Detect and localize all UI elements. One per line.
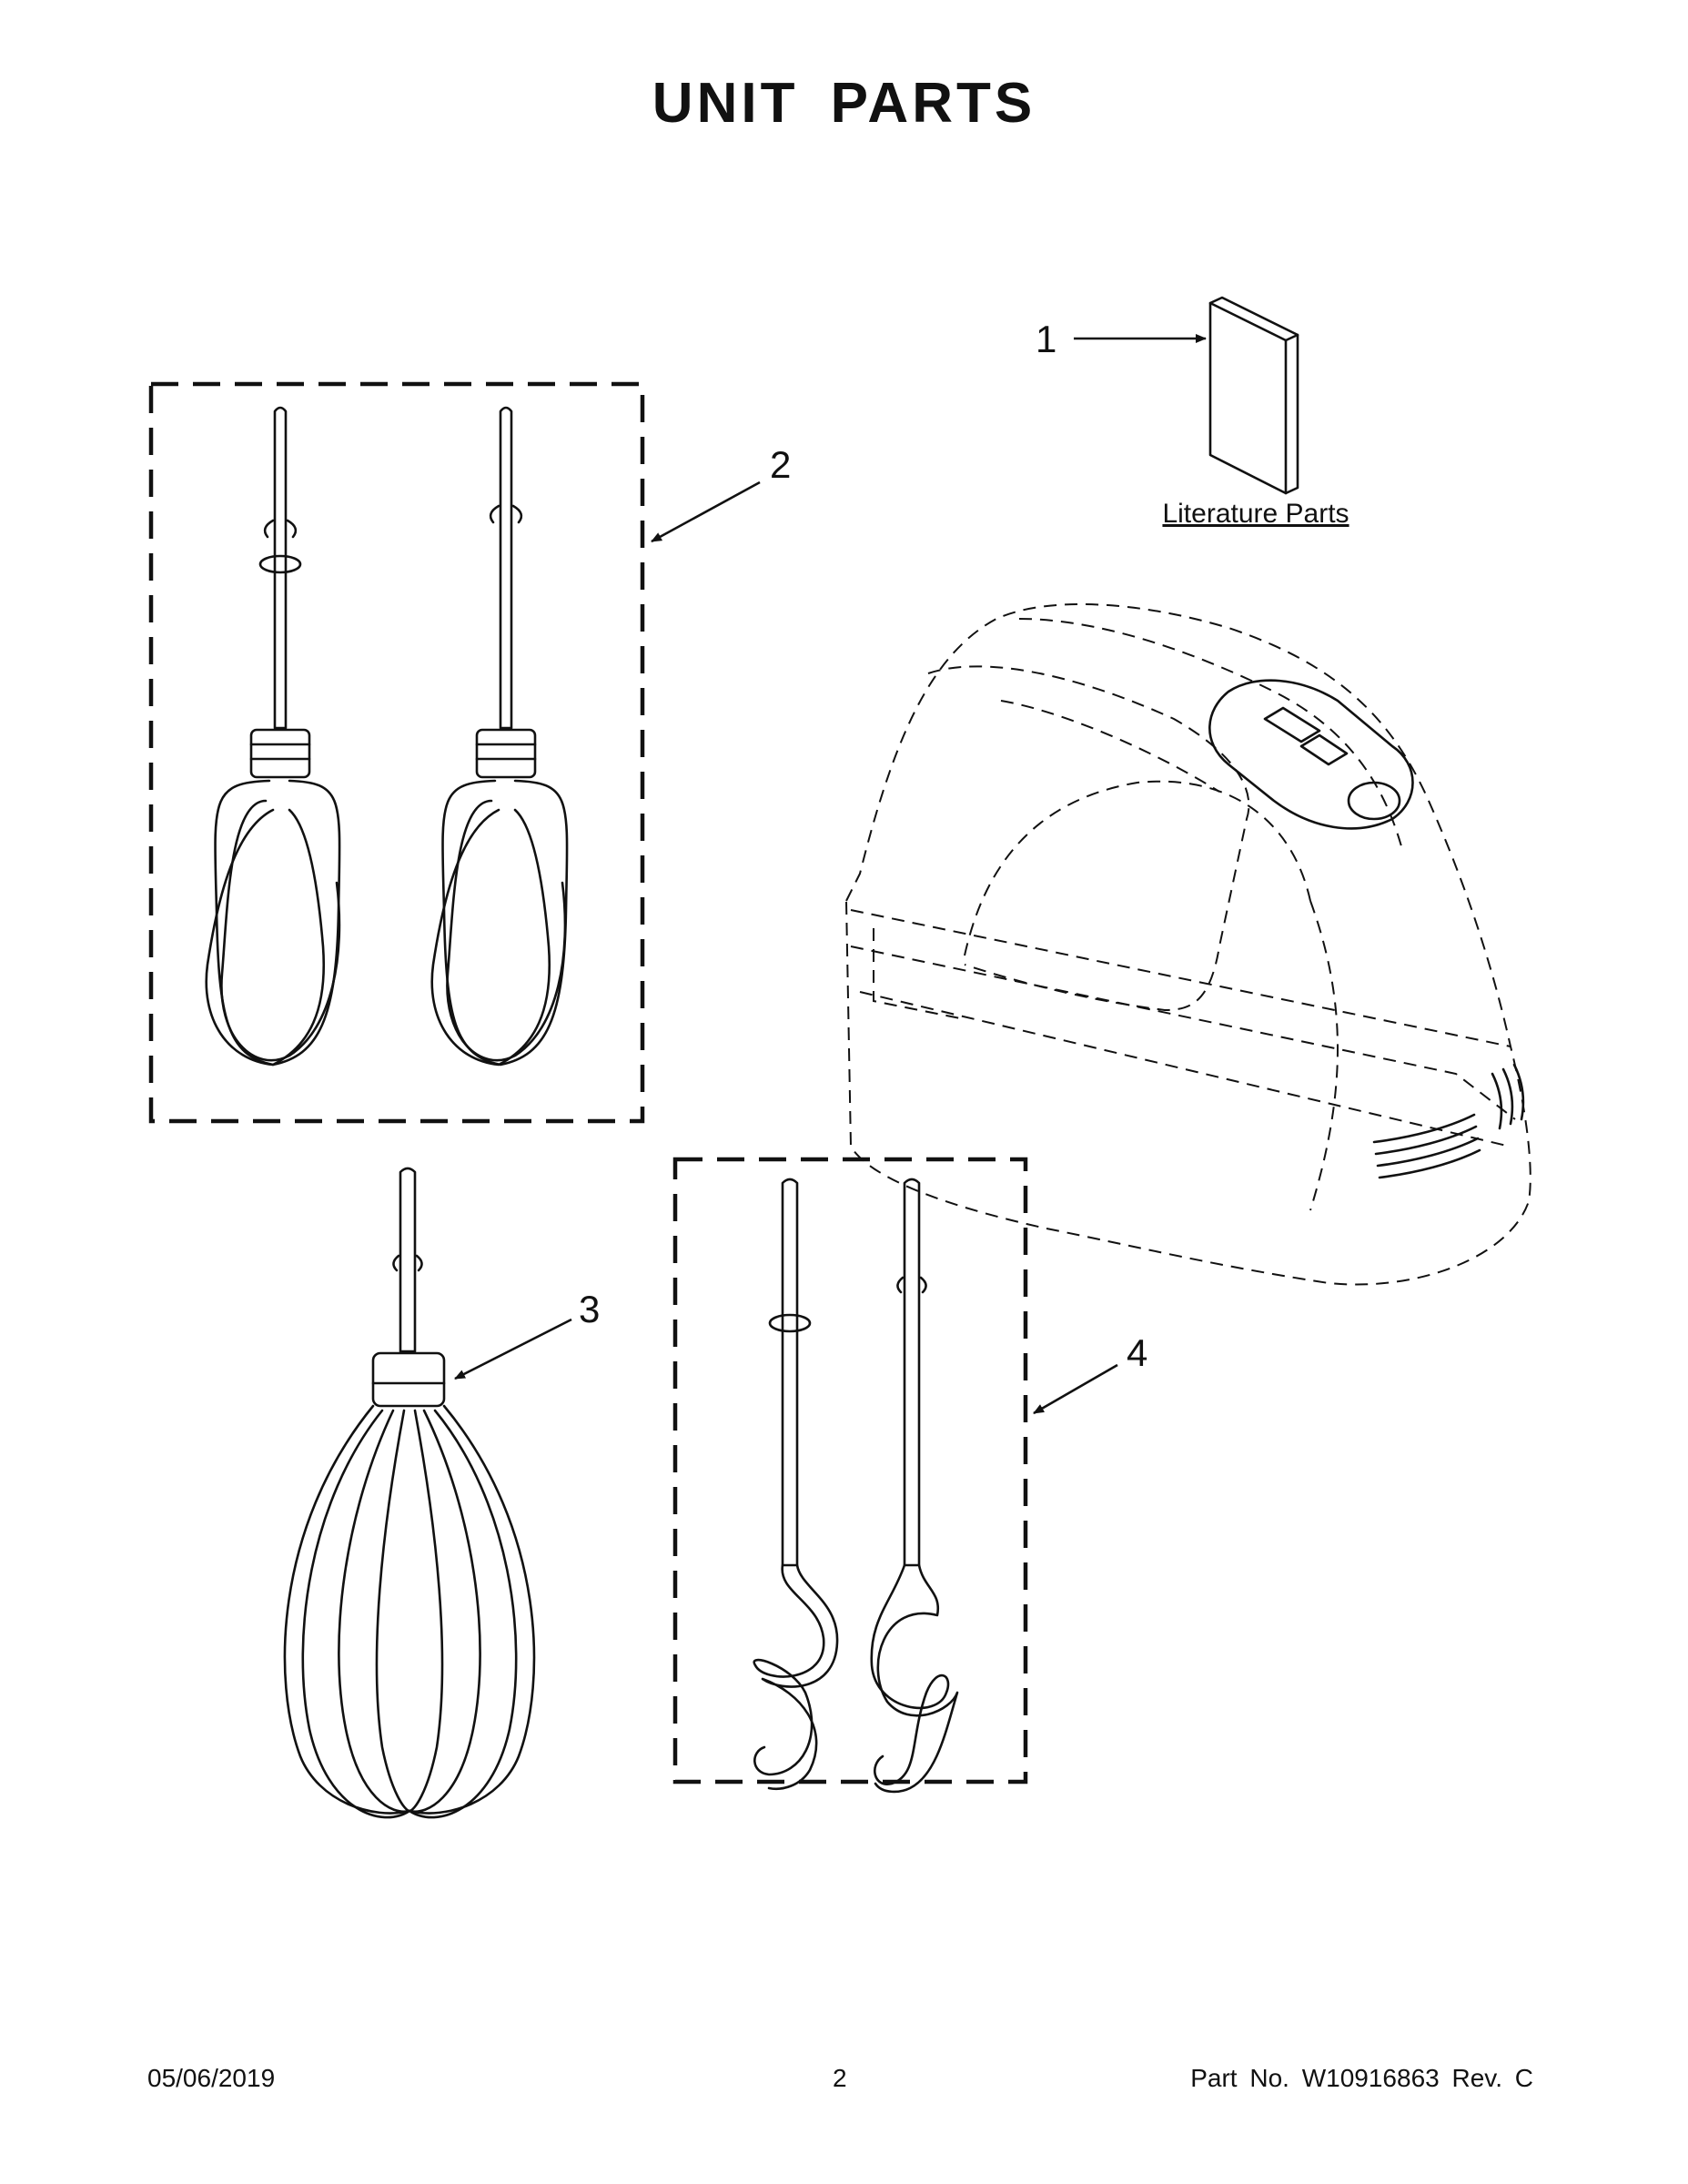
beater-right bbox=[430, 406, 569, 1067]
callout-4: 4 bbox=[1127, 1331, 1148, 1374]
footer-part-number: Part No. W10916863 Rev. C bbox=[1190, 2064, 1533, 2092]
literature-booklet bbox=[1208, 296, 1299, 495]
footer-date: 05/06/2019 bbox=[147, 2064, 276, 2092]
callout-2: 2 bbox=[770, 443, 792, 486]
callout-arrow-2 bbox=[651, 480, 761, 543]
page-title: UNIT PARTS bbox=[652, 72, 1036, 135]
beaters-group-box bbox=[148, 381, 645, 1124]
callout-arrow-4 bbox=[1033, 1363, 1118, 1415]
callout-1: 1 bbox=[1036, 318, 1057, 360]
hand-mixer-body bbox=[844, 603, 1531, 1286]
beater-left bbox=[205, 406, 341, 1067]
dough-hook-left bbox=[753, 1178, 839, 1790]
dough-hooks-group-box bbox=[672, 1157, 1028, 1785]
literature-parts-label: Literature Parts bbox=[1162, 499, 1349, 529]
callout-3: 3 bbox=[579, 1288, 601, 1330]
whisk bbox=[283, 1167, 536, 1819]
dough-hook-right bbox=[870, 1178, 959, 1794]
callout-arrow-3 bbox=[454, 1318, 572, 1380]
footer-page-number: 2 bbox=[833, 2064, 847, 2092]
